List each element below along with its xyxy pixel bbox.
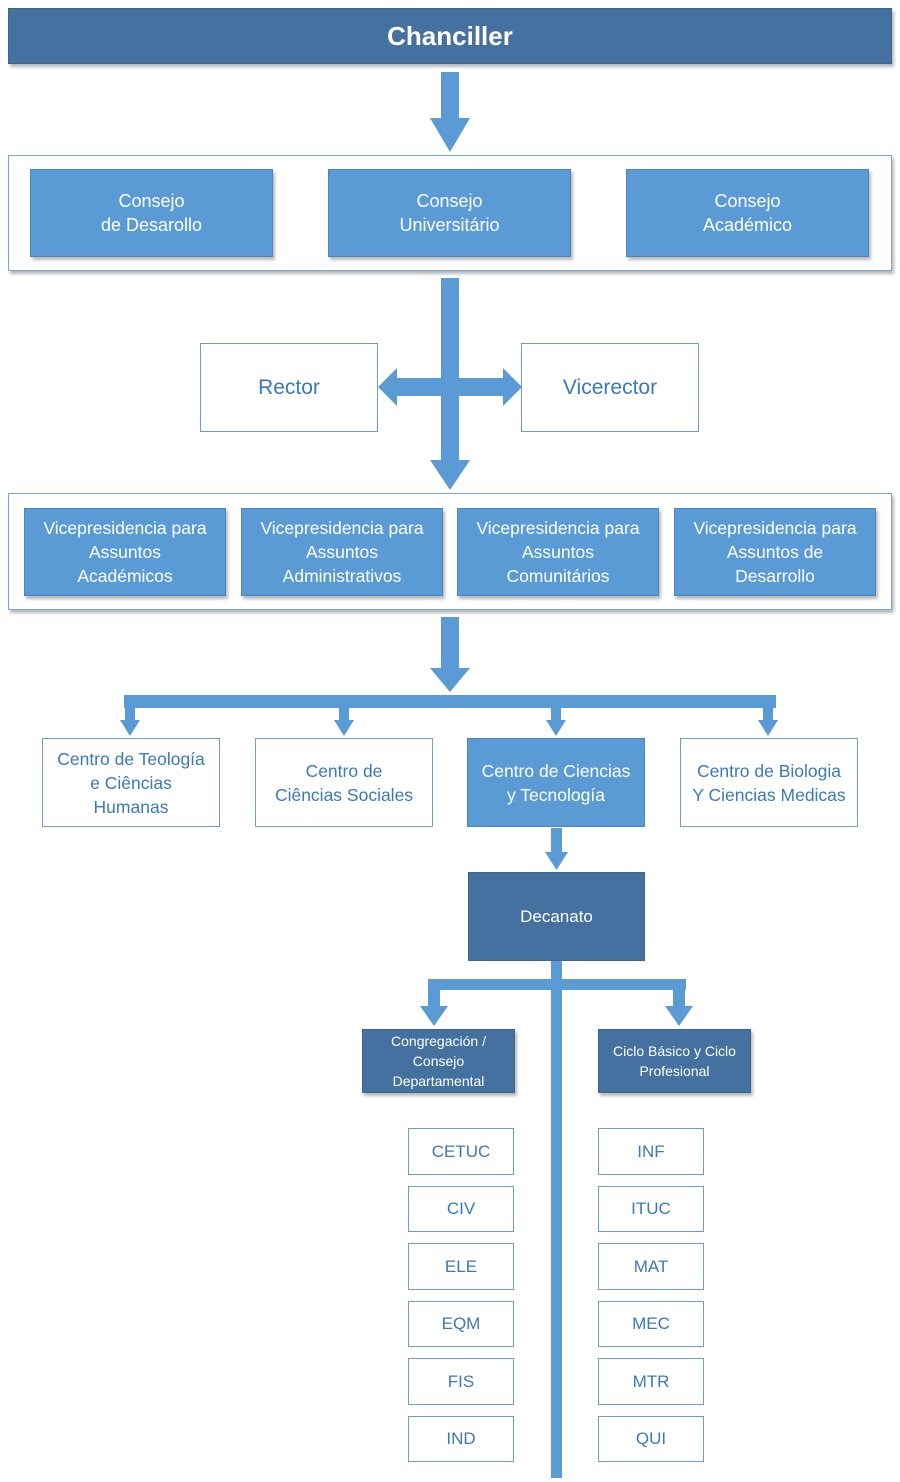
departamento-mtr: MTR bbox=[598, 1358, 704, 1405]
departamento-inf: INF bbox=[598, 1128, 704, 1175]
centro-label: Centro de Biologia Y Ciencias Medicas bbox=[692, 760, 846, 805]
departamento-ele: ELE bbox=[408, 1243, 514, 1290]
distribution-bar bbox=[124, 695, 776, 708]
arrow-down bbox=[546, 708, 566, 736]
vicerector-box: Vicerector bbox=[521, 343, 699, 432]
departamento-mec: MEC bbox=[598, 1301, 704, 1347]
departamento-label: ITUC bbox=[631, 1199, 671, 1218]
centro-label: Centro de Teología e Ciências Humanas bbox=[57, 748, 205, 817]
departamento-eqm: EQM bbox=[408, 1301, 514, 1347]
rector-label: Rector bbox=[258, 375, 320, 399]
departamento-cetuc: CETUC bbox=[408, 1128, 514, 1175]
departamento-label: CETUC bbox=[431, 1141, 491, 1161]
vicepresidencia-administrativos: Vicepresidencia para Assuntos Administra… bbox=[241, 508, 443, 596]
arrow-down bbox=[430, 617, 470, 692]
double-arrow bbox=[378, 368, 522, 406]
departamento-ind: IND bbox=[408, 1416, 514, 1462]
departamento-label: MEC bbox=[632, 1314, 670, 1333]
departamento-label: MAT bbox=[633, 1256, 669, 1276]
departamento-label: ELE bbox=[444, 1256, 478, 1276]
vicerector-label: Vicerector bbox=[562, 375, 658, 399]
chanciller-title: Chanciller bbox=[387, 20, 513, 51]
departamento-qui: QUI bbox=[598, 1416, 704, 1462]
departamento-mat: MAT bbox=[598, 1243, 704, 1290]
centro-ciencias-tecnologia: Centro de Ciencias y Tecnología bbox=[467, 738, 645, 827]
departamento-label: IND bbox=[446, 1429, 476, 1448]
vicepresidencia-label: Vicepresidencia para Assuntos Académicos bbox=[43, 518, 207, 586]
vicepresidencia-comunitarios: Vicepresidencia para Assuntos Comunitári… bbox=[457, 508, 659, 596]
arrow-down bbox=[420, 990, 448, 1026]
departamento-label: INF bbox=[637, 1141, 665, 1161]
centro-teologia: Centro de Teología e Ciências Humanas bbox=[42, 738, 220, 827]
congregacion-label: Congregación / Consejo Departamental bbox=[391, 1033, 486, 1089]
arrow-down bbox=[430, 72, 470, 152]
departamento-label: FIS bbox=[447, 1371, 475, 1391]
consejo-academico: Consejo Académico bbox=[626, 169, 869, 257]
departamento-label: EQM bbox=[441, 1314, 481, 1333]
consejo-desarollo: Consejo de Desarollo bbox=[30, 169, 273, 257]
centro-label: Centro de Ciencias y Tecnología bbox=[481, 760, 631, 805]
departamento-label: MTR bbox=[632, 1371, 670, 1391]
rector-box: Rector bbox=[200, 343, 378, 432]
consejo-label: Consejo Académico bbox=[702, 191, 793, 235]
arrow-down bbox=[334, 708, 354, 736]
arrow-down bbox=[758, 708, 778, 736]
vicepresidencia-academicos: Vicepresidencia para Assuntos Académicos bbox=[24, 508, 226, 596]
centro-biologia: Centro de Biologia Y Ciencias Medicas bbox=[680, 738, 858, 827]
arrow-down bbox=[120, 708, 140, 736]
chanciller-box: Chanciller bbox=[8, 8, 892, 64]
arrow-down bbox=[545, 828, 568, 870]
departamento-label: QUI bbox=[635, 1429, 667, 1448]
congregacion-box: Congregación / Consejo Departamental bbox=[362, 1029, 515, 1093]
departamento-label: CIV bbox=[446, 1199, 476, 1218]
consejo-universitario: Consejo Universitário bbox=[328, 169, 571, 257]
arrow-down bbox=[665, 990, 693, 1026]
ciclo-box: Ciclo Básico y Ciclo Profesional bbox=[598, 1029, 751, 1093]
vicepresidencia-label: Vicepresidencia para Assuntos Comunitári… bbox=[476, 518, 640, 586]
vicepresidencia-label: Vicepresidencia para Assuntos de Desarro… bbox=[693, 518, 857, 586]
consejo-label: Consejo de Desarollo bbox=[100, 191, 203, 235]
decanato-box: Decanato bbox=[468, 872, 645, 961]
departamento-ituc: ITUC bbox=[598, 1186, 704, 1232]
decanato-label: Decanato bbox=[520, 906, 593, 926]
vicepresidencia-label: Vicepresidencia para Assuntos Administra… bbox=[260, 518, 424, 586]
centro-ciencias-sociales: Centro de Ciências Sociales bbox=[255, 738, 433, 827]
vicepresidencia-desarrollo: Vicepresidencia para Assuntos de Desarro… bbox=[674, 508, 876, 596]
departamento-civ: CIV bbox=[408, 1186, 514, 1232]
trunk bbox=[551, 960, 562, 1478]
ciclo-label: Ciclo Básico y Ciclo Profesional bbox=[613, 1043, 736, 1079]
branch-bar bbox=[428, 979, 686, 990]
centro-label: Centro de Ciências Sociales bbox=[274, 760, 414, 805]
consejo-label: Consejo Universitário bbox=[399, 191, 500, 235]
departamento-fis: FIS bbox=[408, 1358, 514, 1405]
